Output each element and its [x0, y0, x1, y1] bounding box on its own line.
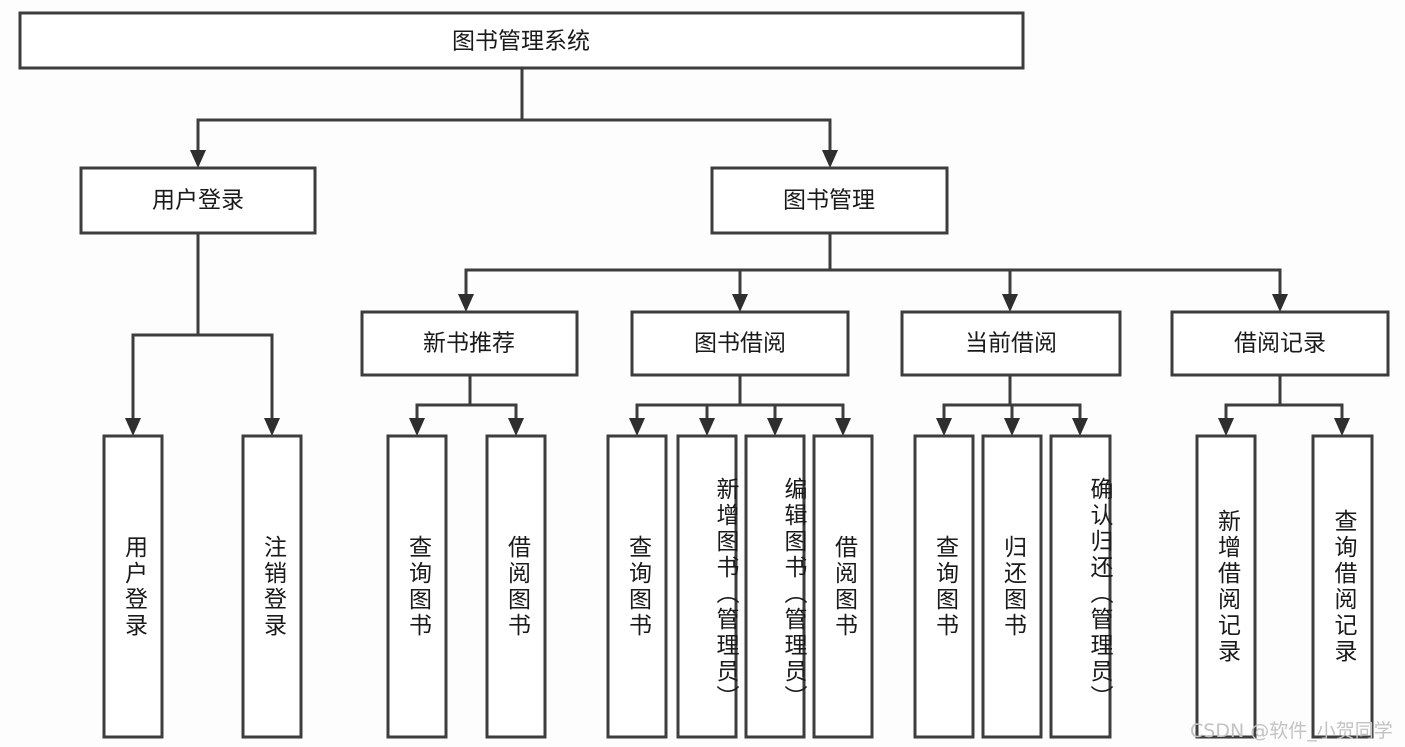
- node-current-borrow-label: 当前借阅: [965, 331, 1057, 357]
- node-root-label: 图书管理系统: [452, 29, 590, 55]
- connector-group-new-book-recommend: [409, 373, 524, 436]
- arrow-head-leaf-user-login: [125, 418, 141, 436]
- node-user-login-box[interactable]: [79, 166, 317, 235]
- node-book-borrow[interactable]: 图书借阅: [630, 310, 850, 377]
- node-leaf-confirm-return-admin-box[interactable]: [1049, 434, 1112, 739]
- node-current-borrow[interactable]: 当前借阅: [900, 310, 1122, 377]
- node-new-book-recommend[interactable]: 新书推荐: [360, 310, 579, 377]
- node-book-management-box[interactable]: [710, 166, 949, 235]
- node-leaf-user-logout-box[interactable]: [241, 434, 303, 739]
- node-borrow-records[interactable]: 借阅记录: [1170, 310, 1390, 377]
- arrow-head-current-borrow: [1002, 294, 1018, 312]
- node-borrow-records-label: 借阅记录: [1234, 331, 1326, 357]
- arrow-head-leaf-edit-book-admin: [767, 418, 783, 436]
- arrow-head-leaf-user-logout: [264, 418, 280, 436]
- node-leaf-return-book-box[interactable]: [981, 434, 1043, 739]
- connector-group-borrow-records: [1218, 373, 1350, 436]
- node-user-login[interactable]: 用户登录: [79, 166, 317, 235]
- node-leaf-query-borrow-record-box[interactable]: [1311, 434, 1374, 739]
- connector-group-root: [190, 66, 838, 168]
- arrow-head-leaf-query-book-recommend: [409, 418, 425, 436]
- node-book-borrow-label: 图书借阅: [694, 331, 786, 357]
- arrow-head-leaf-add-borrow-record: [1218, 418, 1234, 436]
- arrow-head-borrow-records: [1272, 294, 1288, 312]
- node-leaf-borrow-book-recommend-box[interactable]: [485, 434, 547, 739]
- csdn-watermark: CSDN @软件_小贺同学: [1190, 720, 1393, 742]
- arrow-head-leaf-confirm-return-admin: [1072, 418, 1088, 436]
- node-leaf-borrow-book-box[interactable]: [812, 434, 874, 739]
- arrow-head-leaf-borrow-book: [835, 418, 851, 436]
- node-leaf-edit-book-admin-box[interactable]: [744, 434, 806, 739]
- arrow-head-leaf-query-book-current: [936, 418, 952, 436]
- arrow-head-user-login: [190, 150, 206, 168]
- node-leaf-query-book-borrow-box[interactable]: [606, 434, 668, 739]
- connector-group-current-borrow: [936, 373, 1088, 436]
- node-user-login-label: 用户登录: [152, 188, 244, 214]
- node-borrow-records-box[interactable]: [1170, 310, 1390, 377]
- node-current-borrow-box[interactable]: [900, 310, 1122, 377]
- arrow-head-leaf-return-book: [1004, 418, 1020, 436]
- arrow-head-book-management: [822, 150, 838, 168]
- node-new-book-recommend-label: 新书推荐: [423, 331, 515, 357]
- node-book-borrow-box[interactable]: [630, 310, 850, 377]
- connector-group-book-borrow: [629, 373, 851, 436]
- node-book-management[interactable]: 图书管理: [710, 166, 949, 235]
- node-leaf-add-book-admin-box[interactable]: [676, 434, 738, 739]
- node-book-management-label: 图书管理: [783, 188, 875, 214]
- connector-group-user-login: [125, 231, 280, 436]
- node-new-book-recommend-box[interactable]: [360, 310, 579, 377]
- arrow-head-leaf-query-book-borrow: [629, 418, 645, 436]
- connector-group-book-management: [458, 231, 1288, 312]
- node-leaf-query-book-recommend-box[interactable]: [386, 434, 448, 739]
- arrow-head-leaf-add-book-admin: [699, 418, 715, 436]
- node-leaf-add-borrow-record-box[interactable]: [1195, 434, 1257, 739]
- arrow-head-new-book-recommend: [458, 294, 474, 312]
- arrow-head-leaf-borrow-book-recommend: [508, 418, 524, 436]
- node-root-box[interactable]: [18, 11, 1025, 70]
- node-leaf-query-book-current-box[interactable]: [913, 434, 975, 739]
- arrow-head-leaf-query-borrow-record: [1334, 418, 1350, 436]
- node-root[interactable]: 图书管理系统: [18, 11, 1025, 70]
- node-leaf-user-login-box[interactable]: [102, 434, 164, 739]
- arrow-head-book-borrow: [732, 294, 748, 312]
